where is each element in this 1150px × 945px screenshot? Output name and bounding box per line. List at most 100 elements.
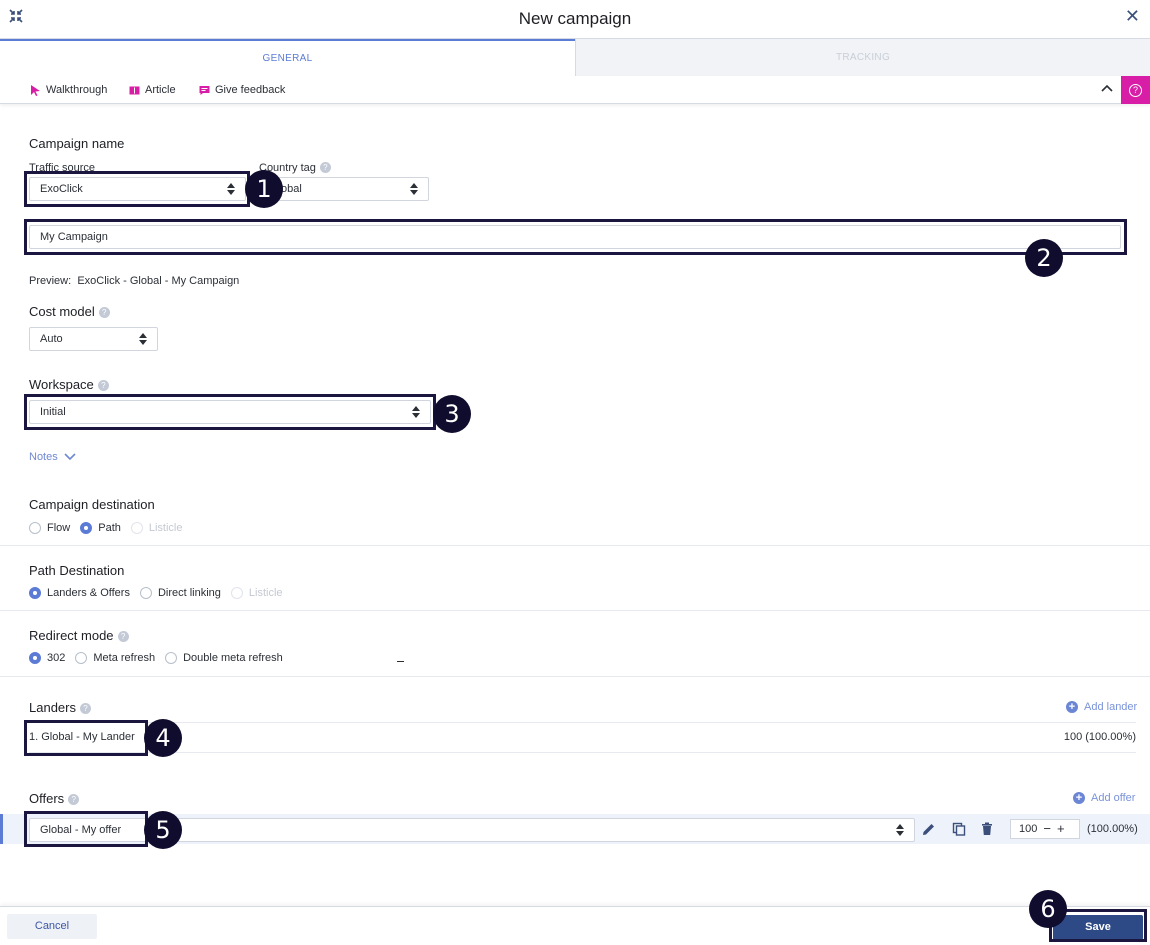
article-link[interactable]: Article: [129, 84, 176, 96]
country-tag-select[interactable]: Global: [259, 177, 429, 201]
annotation-marker: 5: [144, 811, 182, 849]
radio-label: Listicle: [248, 587, 283, 599]
radio-indicator: [139, 587, 152, 599]
radio-indicator: [29, 652, 41, 664]
radio-indicator: [75, 652, 88, 664]
radio-meta-refresh[interactable]: Meta refresh: [75, 652, 155, 664]
cursor-icon: [31, 84, 40, 96]
radio-flow[interactable]: Flow: [29, 522, 70, 534]
offer-weight-value: 100: [1019, 823, 1038, 835]
landers-heading: Landers?: [29, 700, 91, 715]
campaign-name-input[interactable]: My Campaign: [29, 225, 1121, 249]
radio-label: Landers & Offers: [47, 587, 130, 599]
divider: [29, 722, 1136, 723]
cost-model-heading: Cost model?: [29, 304, 110, 319]
radio-label: Direct linking: [157, 587, 221, 599]
redirect-mode-radios: 302 Meta refresh Double meta refresh: [29, 652, 293, 664]
sort-arrows-icon: [896, 824, 904, 836]
radio-label: Meta refresh: [93, 652, 156, 664]
notes-toggle[interactable]: Notes: [29, 451, 76, 463]
radio-302[interactable]: 302: [29, 652, 65, 664]
help-icon[interactable]: ?: [319, 162, 331, 173]
tab-bar: GENERAL TRACKING: [0, 39, 1150, 76]
tab-general[interactable]: GENERAL: [0, 39, 575, 76]
radio-label: Path: [98, 522, 121, 534]
chevron-up-icon[interactable]: [1100, 82, 1114, 96]
chat-icon: [199, 85, 210, 95]
radio-indicator: [130, 522, 143, 534]
divider: [0, 676, 1150, 677]
radio-listicle: Listicle: [230, 587, 283, 599]
help-icon[interactable]: ?: [98, 307, 110, 318]
offer-value: Global - My offer: [40, 824, 122, 836]
workspace-value: Initial: [40, 406, 66, 418]
path-destination-heading: Path Destination: [29, 563, 125, 578]
sort-arrows-icon: [412, 406, 420, 418]
trash-icon[interactable]: [980, 822, 994, 836]
traffic-source-select[interactable]: ExoClick: [29, 177, 246, 201]
dialog-footer: Cancel Save: [0, 906, 1150, 945]
cost-model-value: Auto: [40, 333, 63, 345]
divider: [0, 545, 1150, 546]
campaign-name-heading: Campaign name: [29, 136, 125, 151]
help-button[interactable]: ?: [1121, 76, 1150, 104]
radio-listicle: Listicle: [130, 522, 183, 534]
traffic-source-value: ExoClick: [40, 183, 83, 195]
copy-icon[interactable]: [952, 822, 966, 836]
radio-label: Listicle: [148, 522, 183, 534]
sort-arrows-icon: [227, 183, 235, 195]
add-lander-button[interactable]: + Add lander: [1066, 701, 1137, 713]
radio-indicator: [230, 587, 243, 599]
help-icon[interactable]: ?: [117, 631, 129, 642]
edit-icon[interactable]: [922, 822, 936, 836]
add-offer-button[interactable]: + Add offer: [1073, 792, 1135, 804]
workspace-heading: Workspace?: [29, 377, 109, 392]
radio-double-meta-refresh[interactable]: Double meta refresh: [165, 652, 283, 664]
divider: [0, 610, 1150, 611]
lander-weight: 100 (100.00%): [1063, 731, 1136, 743]
cost-model-select[interactable]: Auto: [29, 327, 158, 351]
annotation-marker: 1: [245, 170, 283, 208]
plus-icon[interactable]: +: [1056, 821, 1065, 836]
save-button[interactable]: Save: [1053, 915, 1143, 940]
radio-indicator: [165, 652, 178, 664]
country-tag-label: Country tag?: [259, 162, 331, 174]
radio-direct-linking[interactable]: Direct linking: [139, 587, 221, 599]
help-icon[interactable]: ?: [68, 794, 80, 805]
path-destination-radios: Landers & Offers Direct linking Listicle: [29, 587, 293, 599]
preview-value: ExoClick - Global - My Campaign: [77, 275, 240, 287]
chevron-down-icon: [64, 453, 76, 461]
radio-landers-offers[interactable]: Landers & Offers: [29, 587, 130, 599]
radio-path[interactable]: Path: [80, 522, 121, 534]
sort-arrows-icon: [410, 183, 418, 195]
annotation-marker: 3: [433, 395, 471, 433]
traffic-source-label: Traffic source: [29, 162, 96, 174]
close-icon[interactable]: ✕: [1124, 6, 1140, 26]
walkthrough-label: Walkthrough: [46, 84, 108, 96]
collapse-icon[interactable]: [8, 8, 24, 24]
offer-percent: (100.00%): [1087, 823, 1138, 835]
plus-icon: +: [1066, 701, 1078, 713]
sort-arrows-icon: [139, 333, 147, 345]
annotation-marker: 2: [1025, 239, 1063, 277]
feedback-link[interactable]: Give feedback: [199, 84, 285, 96]
name-preview: Preview: ExoClick - Global - My Campaign: [29, 275, 239, 287]
offer-weight-stepper[interactable]: 100 − +: [1010, 819, 1080, 839]
workspace-select[interactable]: Initial: [29, 400, 431, 424]
minus-icon[interactable]: −: [1043, 821, 1051, 836]
help-icon[interactable]: ?: [97, 380, 109, 391]
cancel-button[interactable]: Cancel: [7, 914, 97, 939]
radio-indicator: [80, 522, 93, 534]
offers-heading: Offers?: [29, 791, 80, 806]
lander-name[interactable]: 1. Global - My Lander: [29, 731, 135, 743]
walkthrough-link[interactable]: Walkthrough: [30, 84, 107, 96]
annotation-marker: 4: [144, 719, 182, 757]
add-lander-label: Add lander: [1084, 701, 1138, 713]
radio-label: Double meta refresh: [183, 652, 283, 664]
add-offer-label: Add offer: [1091, 792, 1136, 804]
help-icon[interactable]: ?: [79, 703, 91, 714]
tab-tracking[interactable]: TRACKING: [575, 39, 1150, 76]
divider: [29, 752, 1136, 753]
radio-indicator: [29, 587, 41, 599]
help-bar: Walkthrough Article Give feedback ?: [0, 76, 1150, 104]
